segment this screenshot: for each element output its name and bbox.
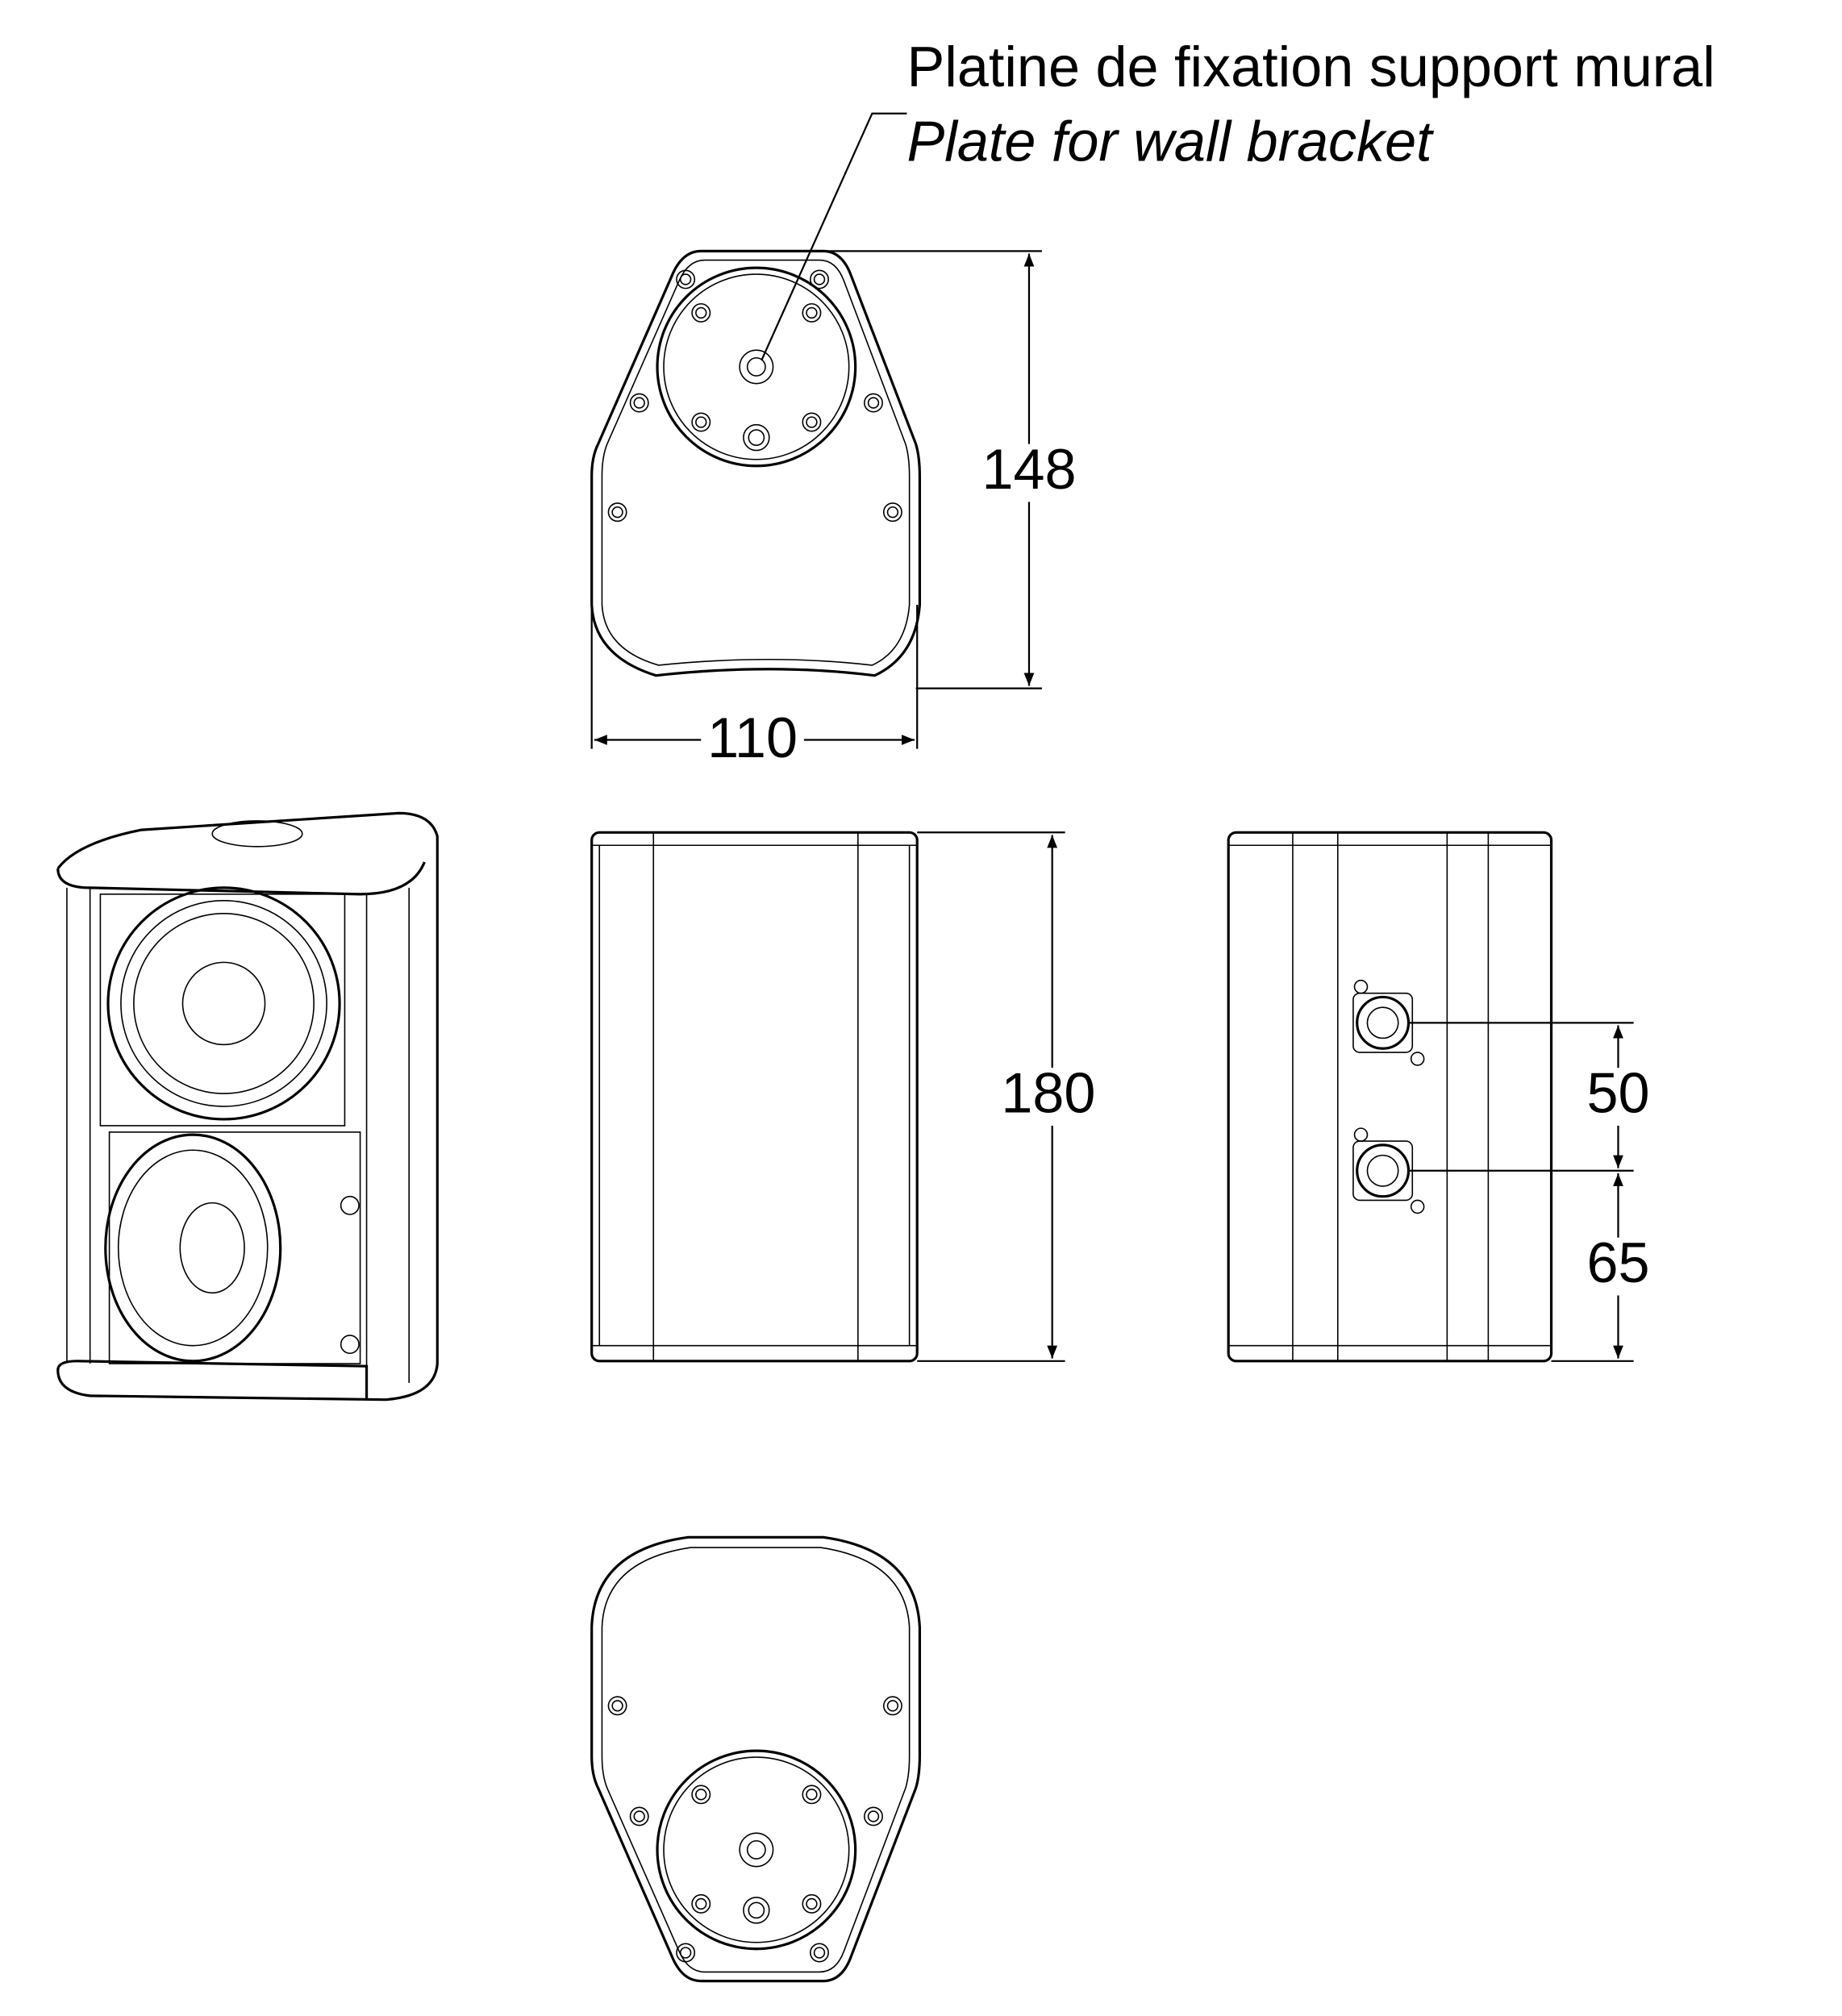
dimension-65: 65 (1586, 1231, 1649, 1294)
leader-line (761, 112, 907, 361)
perspective-view (56, 811, 439, 1402)
rear-view (1227, 831, 1553, 1363)
annotation-label-en: Plate for wall bracket (906, 110, 1434, 173)
top-view (590, 249, 921, 677)
side-view (590, 831, 919, 1363)
dimension-50: 50 (1586, 1060, 1649, 1124)
annotation-label-fr: Platine de fixation support mural (906, 35, 1715, 98)
wall-bracket-plate (656, 266, 857, 468)
dimension-180: 180 (1001, 1060, 1095, 1124)
bottom-view (590, 1535, 921, 1983)
dimension-110: 110 (707, 706, 798, 769)
dimension-148: 148 (981, 437, 1076, 501)
